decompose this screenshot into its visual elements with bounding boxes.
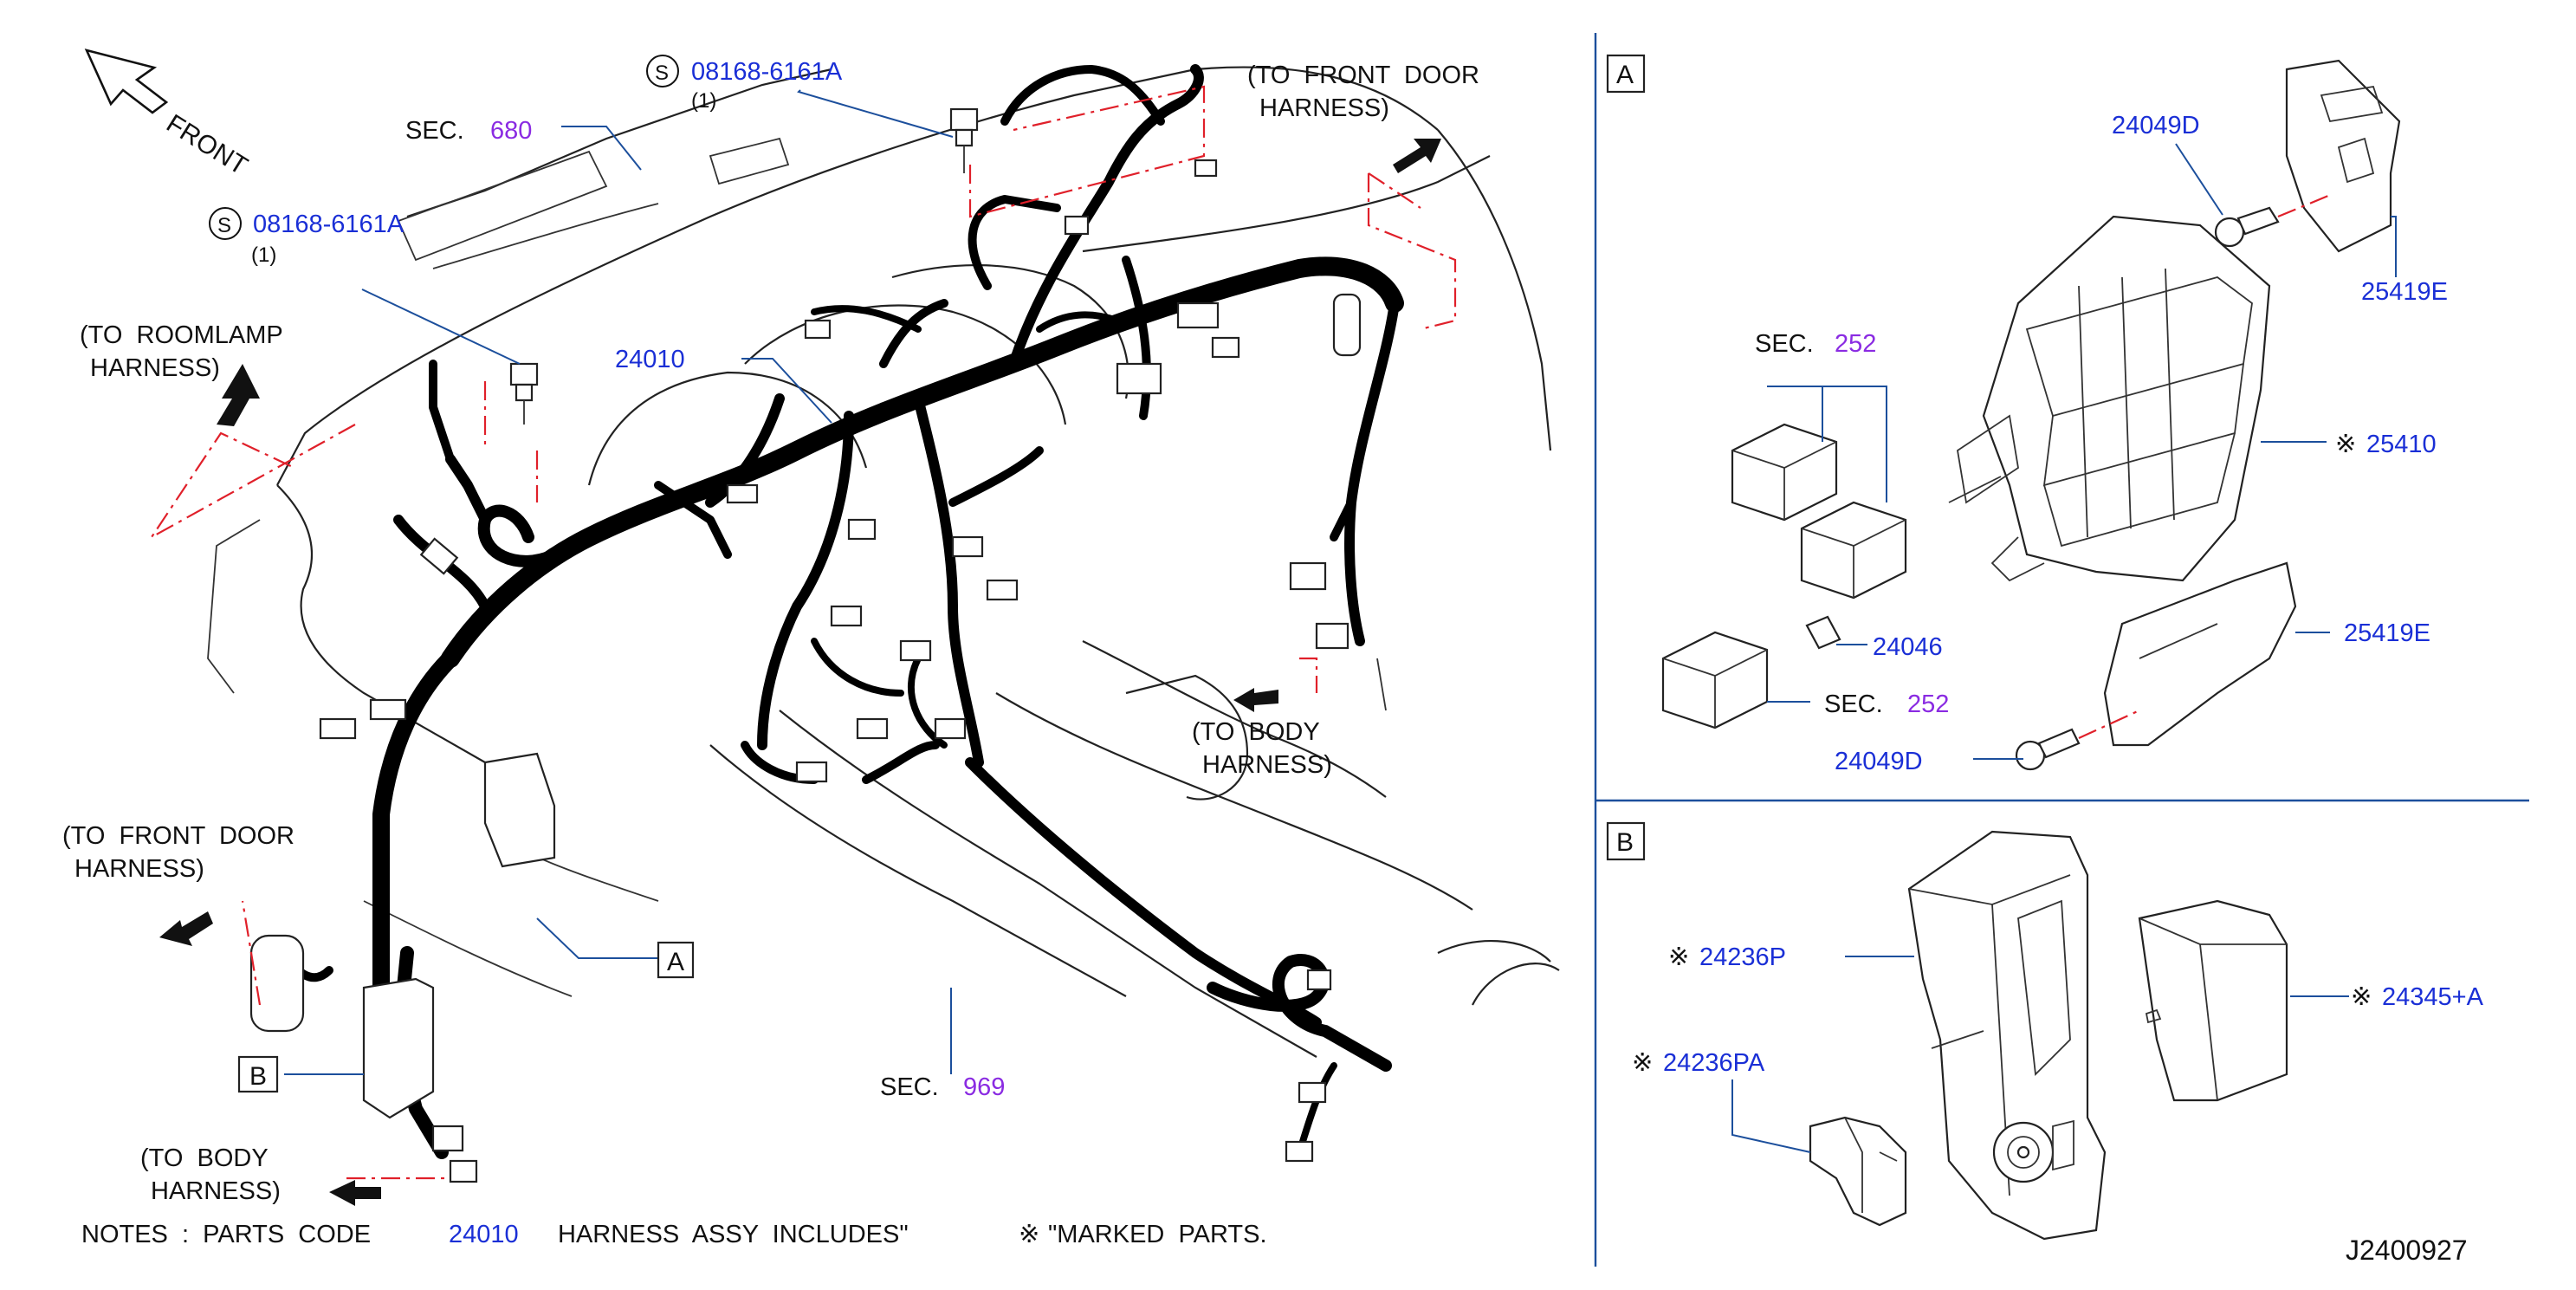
panel-dividers bbox=[1594, 33, 2529, 1267]
bracket-25419e-bottom bbox=[2103, 561, 2297, 747]
leader-lines bbox=[284, 89, 954, 1075]
part-24236pa: 24236PA bbox=[1663, 1049, 1765, 1077]
part-24049d-top: 24049D bbox=[2112, 112, 2200, 139]
arrow-to-front-door-left-icon bbox=[159, 911, 213, 946]
to-body-bottom-label: (TO BODY HARNESS) bbox=[140, 1144, 281, 1205]
panel-b: B ※ 24236P bbox=[1606, 821, 2484, 1241]
relay-sec-252-b bbox=[1800, 501, 1907, 600]
callout-b-label: B bbox=[249, 1062, 267, 1091]
bolt-symbol-top: S bbox=[655, 62, 669, 85]
part-24046 bbox=[1805, 615, 1841, 650]
arrow-to-front-door-top-icon bbox=[1393, 139, 1441, 173]
sec-252-top-prefix: SEC. bbox=[1755, 330, 1814, 358]
harness-part-number: 24010 bbox=[615, 346, 685, 373]
part-24236p: 24236P bbox=[1699, 943, 1786, 971]
main-harness bbox=[282, 64, 1404, 1159]
sec-969-prefix: SEC. bbox=[880, 1073, 939, 1101]
bolt-part-number-left: 08168-6161A bbox=[253, 211, 405, 238]
sec-680-number: 680 bbox=[490, 117, 532, 145]
to-body-bottom-line1: (TO BODY bbox=[140, 1144, 269, 1172]
notes-suffix: "MARKED PARTS. bbox=[1048, 1221, 1267, 1248]
part-24049d-bottom: 24049D bbox=[1835, 748, 1923, 775]
to-roomlamp-line2: HARNESS) bbox=[90, 354, 220, 382]
harness-connectors bbox=[249, 159, 1362, 1183]
boundary-lines bbox=[151, 85, 1457, 1180]
panel-b-box bbox=[1606, 821, 1646, 861]
notes-middle: HARNESS ASSY INCLUDES" bbox=[558, 1221, 909, 1248]
bolt-top-icon bbox=[949, 107, 979, 173]
notes-mark: ※ bbox=[1019, 1221, 1039, 1248]
relay-sec-252-a bbox=[1731, 423, 1838, 522]
panel-b-label: B bbox=[1616, 828, 1634, 857]
bolt-callout-top: S 08168-6161A (1) bbox=[646, 55, 843, 113]
bolt-part-number-top: 08168-6161A bbox=[691, 58, 843, 86]
bolt-qty-top: (1) bbox=[691, 89, 716, 113]
mark-24236p: ※ bbox=[1668, 943, 1689, 971]
direction-arrows bbox=[159, 139, 1441, 1206]
fuse-block-25410 bbox=[1948, 215, 2271, 582]
bolt-qty-left: (1) bbox=[251, 243, 276, 267]
instrument-panel-outline bbox=[207, 66, 1560, 1058]
panel-a-box bbox=[1606, 54, 1646, 94]
sec-252-bottom-prefix: SEC. bbox=[1824, 690, 1883, 718]
notes-code: 24010 bbox=[449, 1221, 519, 1248]
sec-252-top-number: 252 bbox=[1835, 330, 1876, 358]
panel-a: A bbox=[1606, 54, 2448, 775]
to-front-door-left-label: (TO FRONT DOOR HARNESS) bbox=[62, 822, 294, 883]
front-arrow-icon bbox=[84, 49, 169, 114]
part-25410: 25410 bbox=[2366, 431, 2437, 458]
to-front-door-top-line1: (TO FRONT DOOR bbox=[1247, 62, 1479, 89]
part-25419e-bottom: 25419E bbox=[2344, 619, 2430, 647]
notes: NOTES : PARTS CODE 24010 HARNESS ASSY IN… bbox=[81, 1221, 1267, 1248]
drawing-id: J2400927 bbox=[2346, 1235, 2468, 1266]
clip-24236pa bbox=[1809, 1116, 1907, 1227]
to-body-bottom-line2: HARNESS) bbox=[151, 1177, 281, 1205]
panel-a-label: A bbox=[1616, 61, 1634, 89]
part-25419e-top: 25419E bbox=[2361, 278, 2448, 306]
notes-prefix: NOTES : PARTS CODE bbox=[81, 1221, 371, 1248]
sec-969-number: 969 bbox=[963, 1073, 1005, 1101]
screw-24049d-bottom-icon bbox=[2015, 728, 2081, 771]
bolt-callout-left: S 08168-6161A (1) bbox=[209, 207, 405, 267]
part-24046: 24046 bbox=[1873, 633, 1943, 661]
to-roomlamp-label: (TO ROOMLAMP HARNESS) bbox=[80, 321, 283, 382]
sec-680-prefix: SEC. bbox=[405, 117, 464, 145]
arrow-to-roomlamp-icon bbox=[217, 364, 260, 426]
to-roomlamp-line1: (TO ROOMLAMP bbox=[80, 321, 283, 349]
cover-24345a bbox=[2138, 899, 2288, 1102]
screw-24049d-top-icon bbox=[2214, 206, 2280, 248]
callout-a-label: A bbox=[667, 948, 684, 976]
to-front-door-left-line2: HARNESS) bbox=[74, 855, 204, 883]
callout-a-box: A bbox=[657, 941, 695, 979]
mark-24345a: ※ bbox=[2351, 983, 2372, 1011]
bolt-symbol-left: S bbox=[217, 214, 231, 237]
to-front-door-left-line1: (TO FRONT DOOR bbox=[62, 822, 294, 850]
mark-25410: ※ bbox=[2335, 431, 2356, 458]
part-24345a: 24345+A bbox=[2382, 983, 2484, 1011]
to-front-door-top-label: (TO FRONT DOOR HARNESS) bbox=[1247, 62, 1479, 122]
bracket-25419e-top bbox=[2285, 59, 2401, 253]
relay-sec-252-c bbox=[1661, 631, 1769, 729]
to-body-mid-label: (TO BODY HARNESS) bbox=[1192, 718, 1332, 779]
front-label: FRONT bbox=[161, 109, 252, 181]
housing-24236p bbox=[1907, 830, 2107, 1241]
to-body-mid-line1: (TO BODY bbox=[1192, 718, 1320, 746]
arrow-to-body-bottom-icon bbox=[329, 1180, 381, 1206]
sec-680-label: SEC. 680 bbox=[405, 117, 532, 145]
callout-b-box: B bbox=[237, 1055, 279, 1093]
bolt-left-icon bbox=[509, 362, 539, 425]
to-front-door-top-line2: HARNESS) bbox=[1259, 94, 1389, 122]
to-body-mid-line2: HARNESS) bbox=[1202, 751, 1332, 779]
mark-24236pa: ※ bbox=[1632, 1049, 1653, 1077]
arrow-to-body-mid-icon bbox=[1233, 688, 1278, 712]
sec-969-label: SEC. 969 bbox=[880, 1073, 1005, 1101]
sec-252-bottom-number: 252 bbox=[1907, 690, 1949, 718]
